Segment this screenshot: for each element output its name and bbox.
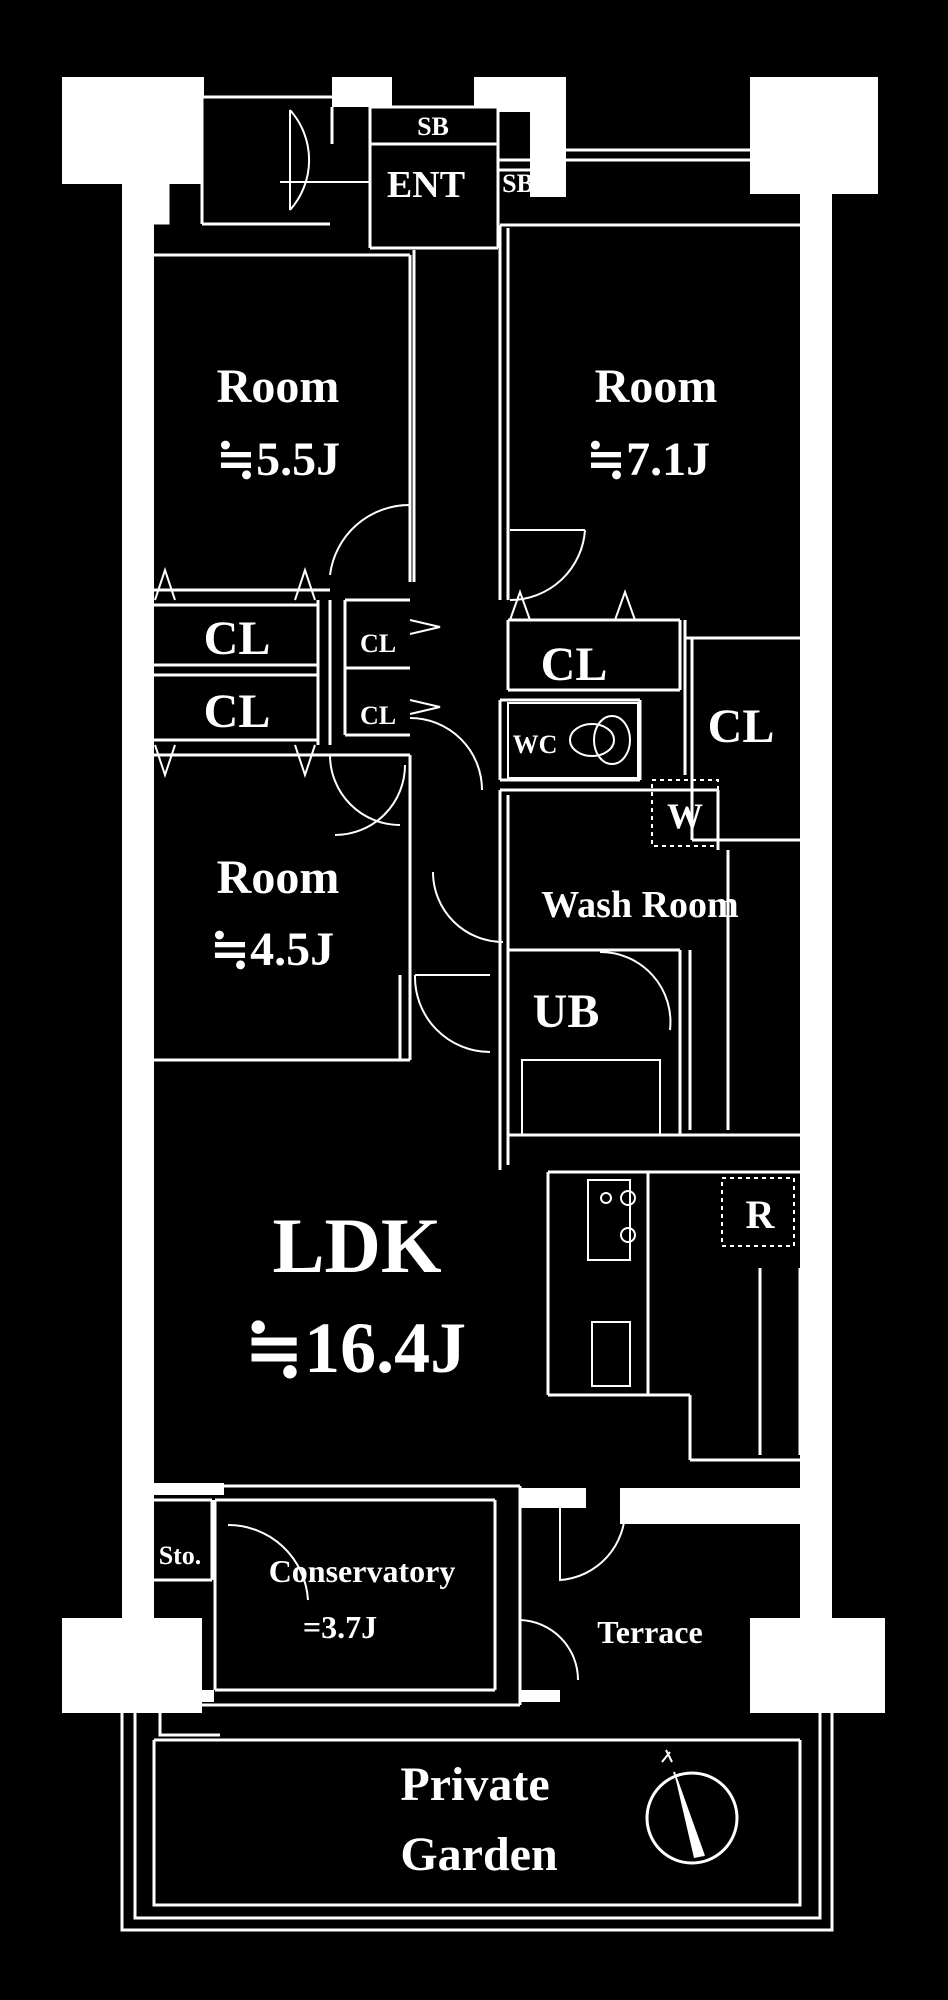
room-ne-name: Room <box>595 360 718 413</box>
closet-small-1-label: CL <box>360 629 396 658</box>
wash-room-label: Wash Room <box>541 884 738 926</box>
room-ne-size: ≒7.1J <box>586 433 710 486</box>
private-garden-line2: Garden <box>400 1828 557 1881</box>
room-nw-name: Room <box>217 360 340 413</box>
room-nw-size: ≒5.5J <box>216 433 340 486</box>
interior-walls <box>120 95 834 1932</box>
unit-bath-label: UB <box>533 985 600 1038</box>
ldk-size: ≒16.4J <box>244 1308 466 1388</box>
private-garden-line1: Private <box>400 1758 549 1811</box>
ldk-name: LDK <box>272 1202 441 1289</box>
room-w-name: Room <box>217 851 340 904</box>
closet-left-2-label: CL <box>204 685 271 738</box>
room-w-size: ≒4.5J <box>210 923 334 976</box>
closet-small-2-label: CL <box>360 701 396 730</box>
storage-label: Sto. <box>159 1541 202 1570</box>
conservatory-size: =3.7J <box>303 1609 377 1645</box>
room-labels: SB ENT SB Room ≒5.5J Room ≒7.1J CL CL CL… <box>159 112 776 1881</box>
refrigerator-label: R <box>746 1192 776 1237</box>
north-arrow-icon <box>645 1749 739 1865</box>
terrace-label: Terrace <box>597 1614 702 1650</box>
closet-mid-label: CL <box>541 638 608 691</box>
washer-label: W <box>667 796 703 836</box>
structural-walls <box>62 77 885 1713</box>
entrance-label: ENT <box>387 164 465 206</box>
closet-right-label: CL <box>708 700 775 753</box>
sb-right-label: SB <box>502 169 534 198</box>
sb-top-label: SB <box>417 112 449 141</box>
conservatory-name: Conservatory <box>269 1553 456 1589</box>
wc-label: WC <box>513 730 558 759</box>
closet-left-1-label: CL <box>204 612 271 665</box>
